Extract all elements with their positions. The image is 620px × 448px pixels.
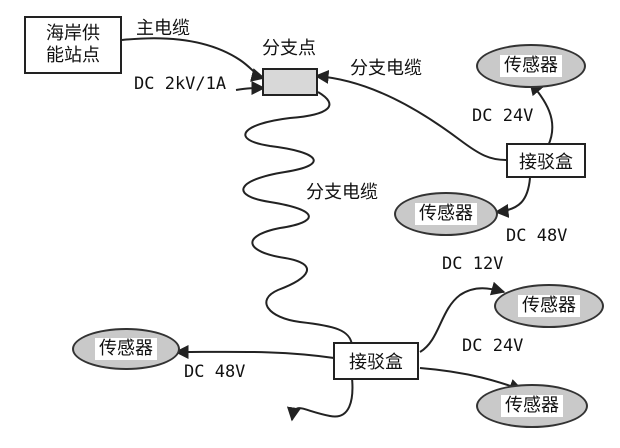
sensor-bottom-right: 传感器: [476, 384, 588, 428]
sensor-right-mid-label: 传感器: [518, 295, 580, 317]
shore-station-line2: 能站点: [46, 45, 100, 66]
shore-station-box: 海岸供 能站点: [24, 16, 122, 74]
branch-cable-top-line: [314, 69, 507, 161]
sensor-middle-label: 传感器: [415, 203, 477, 225]
dc48-left-label: DC 48V: [184, 362, 246, 382]
sensor-top-right-label: 传感器: [500, 55, 562, 77]
shore-station-line1: 海岸供: [46, 23, 100, 45]
main-cable-line-2: [235, 81, 266, 96]
main-power-label: DC 2kV/1A: [134, 74, 227, 94]
dc24-bottom-label: DC 24V: [462, 336, 524, 356]
dc48-top-label: DC 48V: [506, 226, 568, 246]
main-cable-label: 主电缆: [136, 18, 190, 39]
branch-point-label: 分支点: [262, 38, 316, 59]
junction-box-top: 接驳盒: [506, 143, 586, 178]
sensor-left-label: 传感器: [95, 338, 157, 360]
sensor-middle: 传感器: [394, 192, 498, 236]
junction-box-top-label: 接驳盒: [519, 151, 573, 173]
junction-box-bottom-label: 接驳盒: [349, 352, 403, 373]
dc12-label: DC 12V: [442, 254, 504, 274]
sensor-top-right: 传感器: [476, 44, 586, 88]
bottom-down-line: [286, 377, 354, 422]
junction-box-bottom: 接驳盒: [333, 342, 419, 380]
dc48-top-line: [494, 177, 531, 218]
dc24-top-label: DC 24V: [472, 106, 534, 126]
sensor-bottom-right-label: 传感器: [501, 395, 563, 417]
branch-cable-top-label: 分支电缆: [350, 58, 422, 79]
branch-point-box: [262, 68, 318, 96]
sensor-right-mid: 传感器: [494, 284, 604, 328]
branch-cable-mid-label: 分支电缆: [306, 182, 378, 203]
dc12-line: [419, 281, 506, 353]
main-cable-line: [121, 37, 266, 82]
dc48-left-line: [174, 344, 335, 359]
sensor-left: 传感器: [72, 328, 180, 370]
branch-cable-mid-line: [242, 91, 353, 346]
